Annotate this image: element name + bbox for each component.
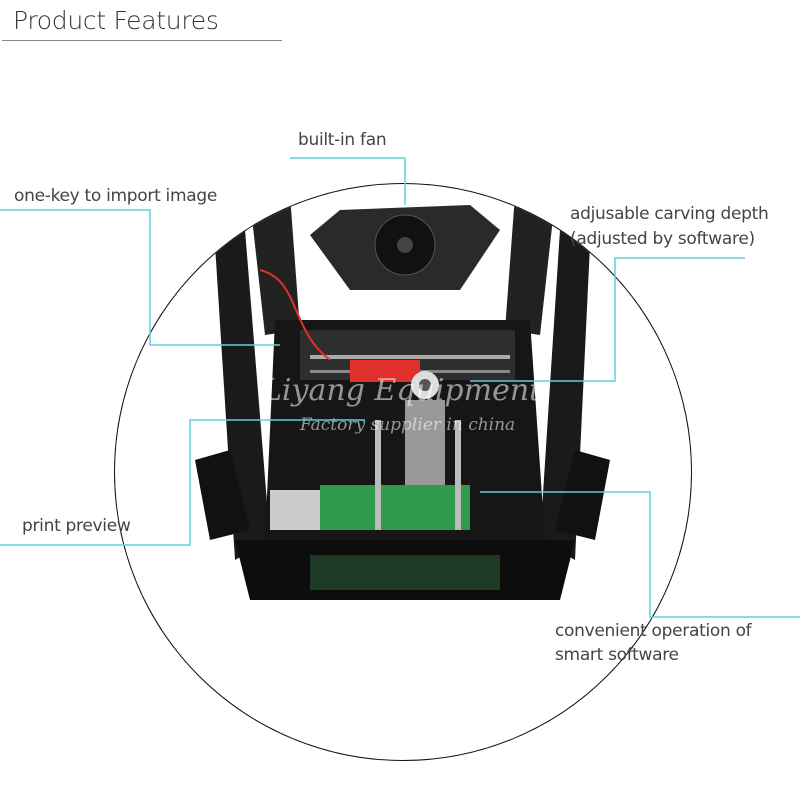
watermark-line2: Factory supplier in china xyxy=(299,415,515,435)
callout-print-preview: print preview xyxy=(22,516,131,536)
callout-built-in-fan: built-in fan xyxy=(298,130,387,150)
callout-depth-line1: adjusable carving depth xyxy=(570,204,769,224)
callout-depth-line2: (adjusted by software) xyxy=(570,229,755,249)
title-divider xyxy=(2,40,282,41)
import-callout-line xyxy=(0,209,280,346)
software-callout-line xyxy=(480,491,800,618)
callout-lines xyxy=(0,157,800,618)
laser-engraver-photo: Liyang Equipment Factory supplier in chi… xyxy=(115,184,691,760)
preview-callout-line xyxy=(0,419,365,546)
callout-software-line1: convenient operation of xyxy=(555,621,752,641)
watermark-line1: Liyang Equipment xyxy=(261,373,542,408)
callout-one-key-import: one-key to import image xyxy=(14,186,217,206)
depth-callout-line xyxy=(470,257,745,382)
page-title: Product Features xyxy=(13,6,219,35)
callout-software-line2: smart software xyxy=(555,645,679,665)
fan-callout-line xyxy=(290,157,406,205)
